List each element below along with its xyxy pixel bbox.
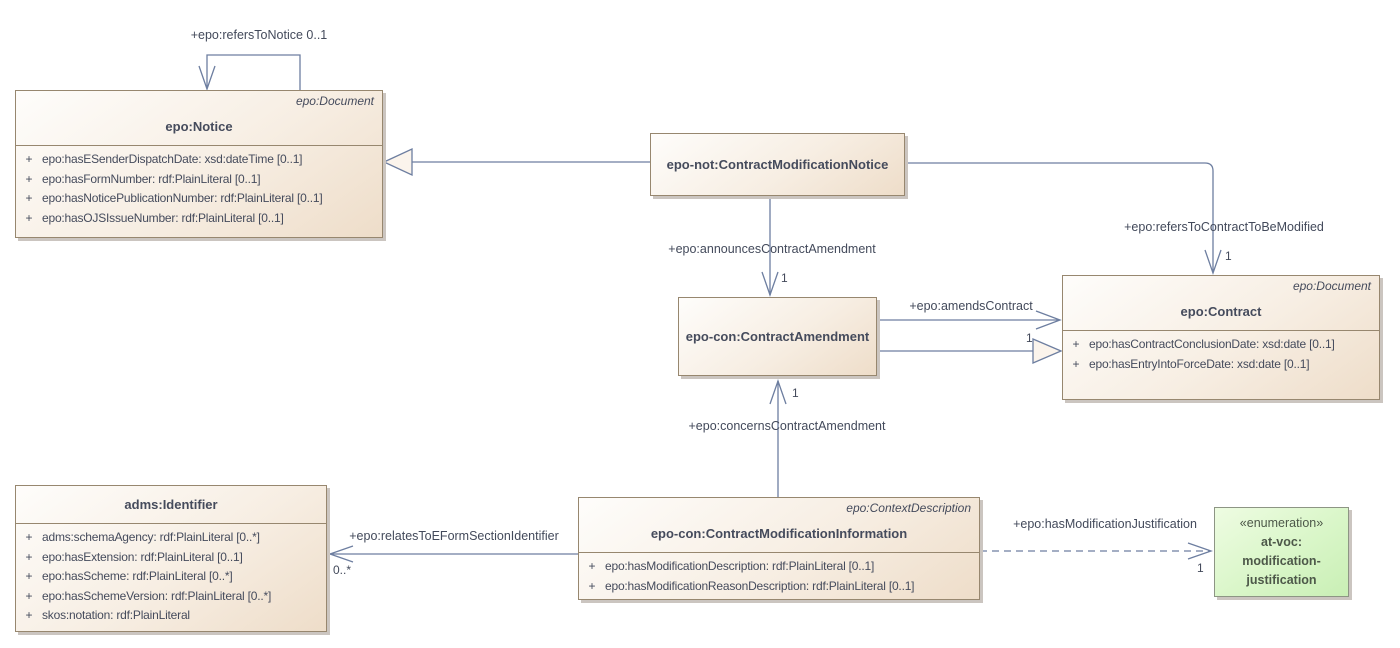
- attribute-visibility: +: [25, 549, 33, 564]
- class-title: epo-not:ContractModificationNotice: [666, 157, 889, 172]
- attribute-visibility: +: [25, 588, 33, 603]
- attribute-text: epo:hasModificationReasonDescription: rd…: [605, 578, 915, 593]
- class-title: epo:Notice: [165, 119, 233, 134]
- attribute-row: + epo:hasModificationDescription: rdf:Pl…: [579, 557, 979, 577]
- arrowhead-refers-to-contract: [1204, 249, 1222, 275]
- class-title: epo-con:ContractModificationInformation: [650, 526, 908, 541]
- attribute-text: adms:schemaAgency: rdf:PlainLiteral [0..…: [42, 530, 260, 544]
- attribute-visibility: +: [25, 530, 33, 544]
- attribute-text: epo:hasExtension: rdf:PlainLiteral [0..1…: [42, 549, 243, 564]
- class-epo-contract[interactable]: epo:Document epo:Contract + epo:hasContr…: [1062, 275, 1380, 400]
- attribute-visibility: +: [25, 191, 33, 205]
- multiplicity-amends-contract: 1: [1026, 331, 1033, 345]
- attribute-row: + epo:hasNoticePublicationNumber: rdf:Pl…: [16, 189, 382, 209]
- class-epo-con-contract-amendment[interactable]: epo-con:ContractAmendment: [678, 297, 877, 376]
- attribute-visibility: +: [588, 559, 596, 573]
- class-stereotype: epo:ContextDescription: [846, 501, 971, 515]
- attribute-row: + epo:hasContractConclusionDate: xsd:dat…: [1063, 335, 1379, 355]
- relation-label-amends-contract: +epo:amendsContract: [909, 299, 1033, 313]
- connector-refers-to-contract: [905, 162, 1214, 272]
- enum-at-voc-modification-justification[interactable]: «enumeration» at-voc: modification- just…: [1214, 507, 1349, 597]
- class-epo-notice[interactable]: epo:Document epo:Notice + epo:hasESender…: [15, 90, 383, 238]
- attribute-row: + skos:notation: rdf:PlainLiteral: [16, 606, 326, 626]
- attribute-visibility: +: [25, 152, 33, 166]
- attribute-text: epo:hasContractConclusionDate: xsd:date …: [1089, 337, 1335, 351]
- enum-name-line: modification-: [1242, 554, 1321, 568]
- generalization-triangle-contract: [1032, 338, 1063, 364]
- relation-label-concerns-contract-amendment: +epo:concernsContractAmendment: [688, 419, 886, 433]
- attribute-row: + epo:hasModificationReasonDescription: …: [579, 577, 979, 597]
- attribute-visibility: +: [25, 210, 33, 225]
- attribute-text: epo:hasScheme: rdf:PlainLiteral [0..*]: [42, 569, 233, 583]
- attribute-visibility: +: [25, 608, 33, 622]
- arrowhead-announces: [761, 271, 779, 297]
- attribute-row: + epo:hasOJSIssueNumber: rdf:PlainLitera…: [16, 209, 382, 229]
- attribute-row: + epo:hasScheme: rdf:PlainLiteral [0..*]: [16, 567, 326, 587]
- class-stereotype: epo:Document: [1292, 279, 1371, 293]
- attribute-row: + epo:hasFormNumber: rdf:PlainLiteral [0…: [16, 170, 382, 190]
- attribute-text: epo:hasModificationDescription: rdf:Plai…: [605, 559, 875, 573]
- arrowhead-has-modification-justification: [1187, 542, 1213, 560]
- class-title: epo-con:ContractAmendment: [685, 329, 870, 344]
- attribute-text: skos:notation: rdf:PlainLiteral: [42, 608, 190, 622]
- arrowhead-relates: [328, 545, 354, 563]
- attribute-text: epo:hasFormNumber: rdf:PlainLiteral [0..…: [42, 171, 261, 186]
- attribute-text: epo:hasEntryIntoForceDate: xsd:date [0..…: [1089, 356, 1310, 371]
- multiplicity-concerns-contract-amendment: 1: [792, 386, 799, 400]
- arrowhead-amends: [1035, 310, 1062, 330]
- arrowhead-refers-to-notice: [198, 65, 216, 91]
- attribute-text: epo:hasESenderDispatchDate: xsd:dateTime…: [42, 152, 303, 166]
- relation-label-refers-to-notice: +epo:refersToNotice 0..1: [190, 28, 328, 42]
- attribute-row: + adms:schemaAgency: rdf:PlainLiteral [0…: [16, 528, 326, 548]
- generalization-triangle-notice: [382, 147, 413, 177]
- multiplicity-relates-to-eform-section-identifier: 0..*: [333, 563, 352, 577]
- attribute-visibility: +: [1072, 337, 1080, 351]
- attribute-visibility: +: [25, 569, 33, 583]
- attribute-visibility: +: [1072, 356, 1080, 371]
- enum-name-line: at-voc:: [1261, 535, 1302, 549]
- attribute-text: epo:hasOJSIssueNumber: rdf:PlainLiteral …: [42, 210, 284, 225]
- multiplicity-announces-contract-amendment: 1: [781, 271, 788, 285]
- class-title: epo:Contract: [1180, 304, 1262, 319]
- attribute-visibility: +: [25, 171, 33, 186]
- connector-refers-to-notice: [206, 54, 301, 90]
- attribute-row: + epo:hasSchemeVersion: rdf:PlainLiteral…: [16, 587, 326, 607]
- attribute-row: + epo:hasExtension: rdf:PlainLiteral [0.…: [16, 548, 326, 568]
- enum-name-line: justification: [1246, 573, 1317, 587]
- class-epo-con-contract-modification-information[interactable]: epo:ContextDescription epo-con:ContractM…: [578, 497, 980, 600]
- arrowhead-concerns: [769, 379, 787, 405]
- attribute-text: epo:hasNoticePublicationNumber: rdf:Plai…: [42, 191, 323, 205]
- enum-stereotype: «enumeration»: [1239, 516, 1324, 530]
- relation-label-relates-to-eform-section-identifier: +epo:relatesToEFormSectionIdentifier: [349, 529, 559, 543]
- attribute-row: + epo:hasESenderDispatchDate: xsd:dateTi…: [16, 150, 382, 170]
- relation-label-refers-to-contract-to-be-modified: +epo:refersToContractToBeModified: [1124, 220, 1324, 234]
- class-stereotype: epo:Document: [295, 94, 374, 108]
- attribute-row: + epo:hasEntryIntoForceDate: xsd:date [0…: [1063, 355, 1379, 375]
- relation-label-has-modification-justification: +epo:hasModificationJustification: [1013, 517, 1197, 531]
- multiplicity-refers-to-contract-to-be-modified: 1: [1225, 249, 1232, 263]
- class-epo-not-contract-modification-notice[interactable]: epo-not:ContractModificationNotice: [650, 133, 905, 196]
- relation-label-announces-contract-amendment: +epo:announcesContractAmendment: [668, 242, 876, 256]
- multiplicity-has-modification-justification: 1: [1197, 561, 1204, 575]
- class-title: adms:Identifier: [124, 497, 218, 512]
- attribute-visibility: +: [588, 578, 596, 593]
- class-adms-identifier[interactable]: adms:Identifier + adms:schemaAgency: rdf…: [15, 485, 327, 632]
- attribute-text: epo:hasSchemeVersion: rdf:PlainLiteral […: [42, 588, 272, 603]
